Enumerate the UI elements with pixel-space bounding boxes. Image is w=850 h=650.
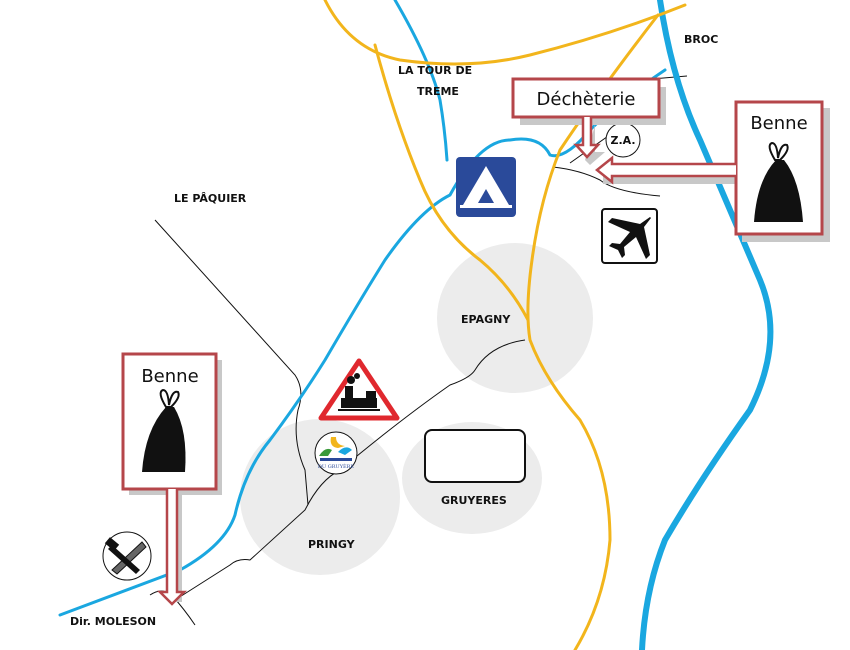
railway-crossing-icon [318, 358, 400, 421]
airport-icon [601, 208, 658, 264]
benne-right-label: Benne [750, 113, 807, 134]
trash-bag-icon [754, 141, 803, 222]
road-main-tour [373, 43, 530, 322]
benne-left-callout: Benne [121, 352, 222, 606]
pringy-zone [240, 419, 400, 575]
river-branch [393, 0, 449, 162]
label-epagny: EPAGNY [461, 313, 511, 326]
trash-bag-icon [142, 388, 186, 472]
label-gruyeres: GRUYERES [441, 494, 507, 507]
za-label: Z.A. [610, 134, 635, 147]
epagny-zone [437, 243, 593, 393]
river-trême [58, 68, 667, 617]
label-pringy: PRINGY [308, 538, 356, 551]
label-dir-moleson: Dir. MOLESON [70, 615, 156, 628]
decheterie-callout: Déchèterie [511, 77, 666, 165]
road-main-north [323, 0, 687, 66]
tools-icon [102, 531, 152, 581]
road-main-broc [526, 13, 660, 650]
decheterie-label: Déchèterie [537, 89, 636, 110]
benne-right-callout: Benne [594, 100, 830, 242]
castle-icon [424, 429, 526, 483]
label-le-paquier: LE PÂQUIER [174, 192, 247, 205]
svg-text:DU GRUYÈRE: DU GRUYÈRE [318, 462, 355, 470]
road-paquier [154, 219, 309, 506]
label-la-tour-1: LA TOUR DE [398, 64, 472, 77]
camping-icon [456, 157, 516, 217]
road-za-1 [552, 166, 661, 197]
label-la-tour-2: TREME [417, 85, 459, 98]
river-sarine [639, 0, 774, 650]
benne-left-label: Benne [141, 366, 198, 387]
label-broc: BROC [684, 33, 718, 46]
maison-du-gruyere-logo: DU GRUYÈRE [314, 431, 358, 475]
